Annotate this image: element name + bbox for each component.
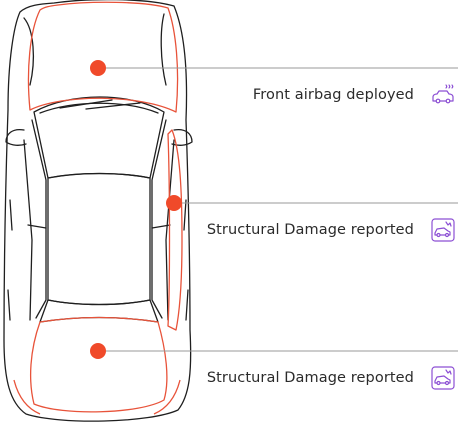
car-top-view (3, 0, 193, 422)
damage-marker-rear[interactable] (90, 343, 106, 359)
airbag-icon (430, 82, 456, 108)
car-body-outline (3, 0, 192, 422)
structural-damage-icon (430, 217, 456, 243)
left-mirror (5, 128, 27, 146)
event-label-rear: Structural Damage reported (206, 370, 414, 386)
damage-markers (90, 60, 182, 359)
structural-damage-icon (430, 365, 456, 391)
damage-zone-front (27, 1, 179, 113)
damage-zone-side (167, 129, 183, 331)
event-label-side: Structural Damage reported (206, 222, 414, 238)
damage-zone-rear (29, 316, 168, 413)
rear-window (39, 299, 159, 323)
right-mirror (171, 128, 193, 146)
damage-marker-front[interactable] (90, 60, 106, 76)
leader-lines (98, 67, 458, 352)
event-label-front: Front airbag deployed (252, 87, 414, 103)
roof (47, 172, 151, 306)
damage-marker-side[interactable] (166, 195, 182, 211)
